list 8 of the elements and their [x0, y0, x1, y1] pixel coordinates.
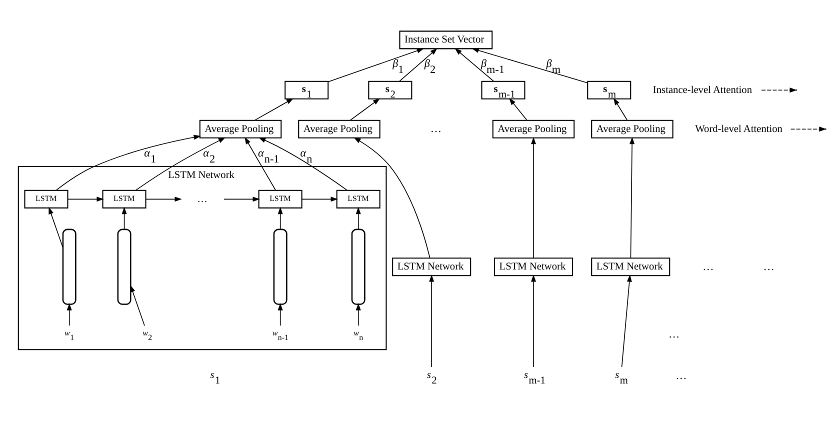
node-text: Instance-level Attention — [652, 84, 752, 96]
label: … — [430, 123, 442, 136]
node-text: … — [197, 194, 208, 205]
label: … — [668, 328, 680, 340]
label: … — [676, 370, 687, 382]
label: … — [702, 260, 714, 273]
node-text: Word-level Attention — [695, 124, 782, 135]
label: … — [763, 260, 774, 273]
